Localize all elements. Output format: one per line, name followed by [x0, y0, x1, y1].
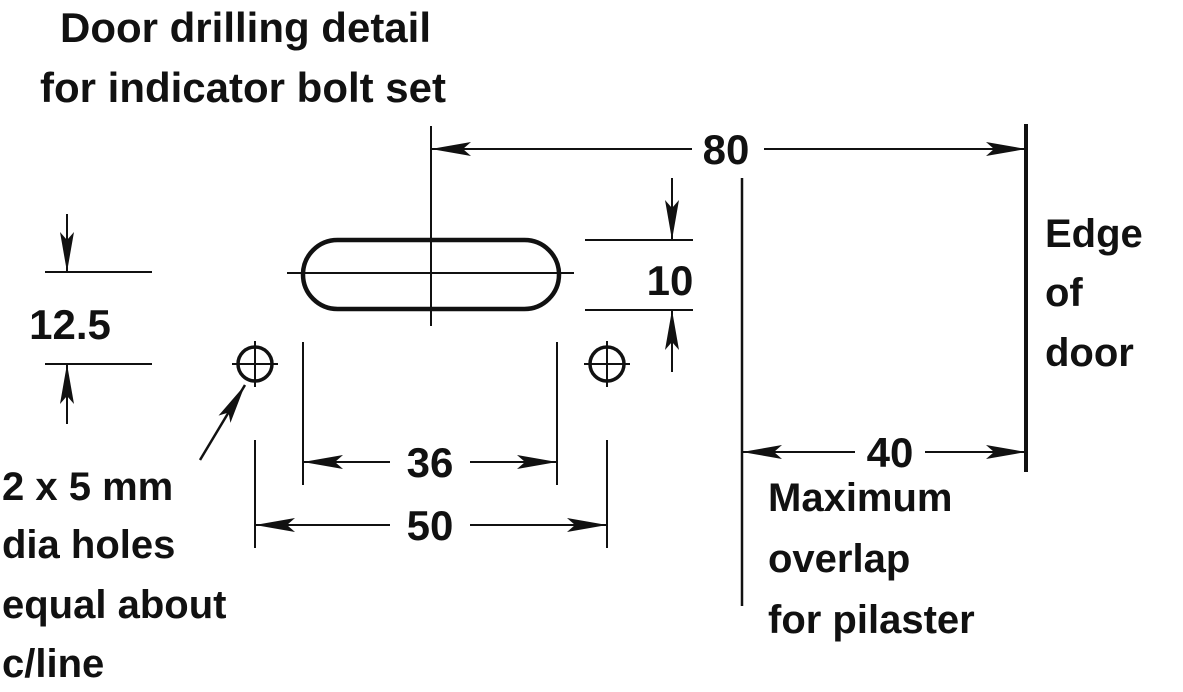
- dim-36-label: 36: [407, 439, 454, 486]
- edge-note-line-1: Edge: [1045, 212, 1143, 256]
- overlap-note-line-1: Maximum: [768, 476, 953, 520]
- overlap-note-line-2: overlap: [768, 537, 910, 581]
- hole-right: [584, 341, 630, 387]
- edge-note-line-3: door: [1045, 331, 1134, 375]
- dim-50-label: 50: [407, 502, 454, 549]
- hole-note-line-3: equal about: [2, 583, 226, 627]
- dim-10-label: 10: [647, 257, 694, 304]
- dim-80-label: 80: [703, 126, 750, 173]
- bolt-slot: [300, 237, 562, 312]
- dim-40-label: 40: [867, 429, 914, 476]
- dim-12-5-label: 12.5: [29, 301, 111, 348]
- hole-left: [232, 341, 278, 387]
- hole-note-line-4: c/line: [2, 642, 104, 686]
- hole-note-line-2: dia holes: [2, 523, 175, 567]
- title-line-2: for indicator bolt set: [40, 64, 446, 111]
- hole-note-leader: [198, 384, 247, 461]
- hole-note-line-1: 2 x 5 mm: [2, 465, 173, 509]
- edge-note-line-2: of: [1045, 271, 1083, 315]
- title-line-1: Door drilling detail: [60, 4, 431, 51]
- overlap-note-line-3: for pilaster: [768, 598, 975, 642]
